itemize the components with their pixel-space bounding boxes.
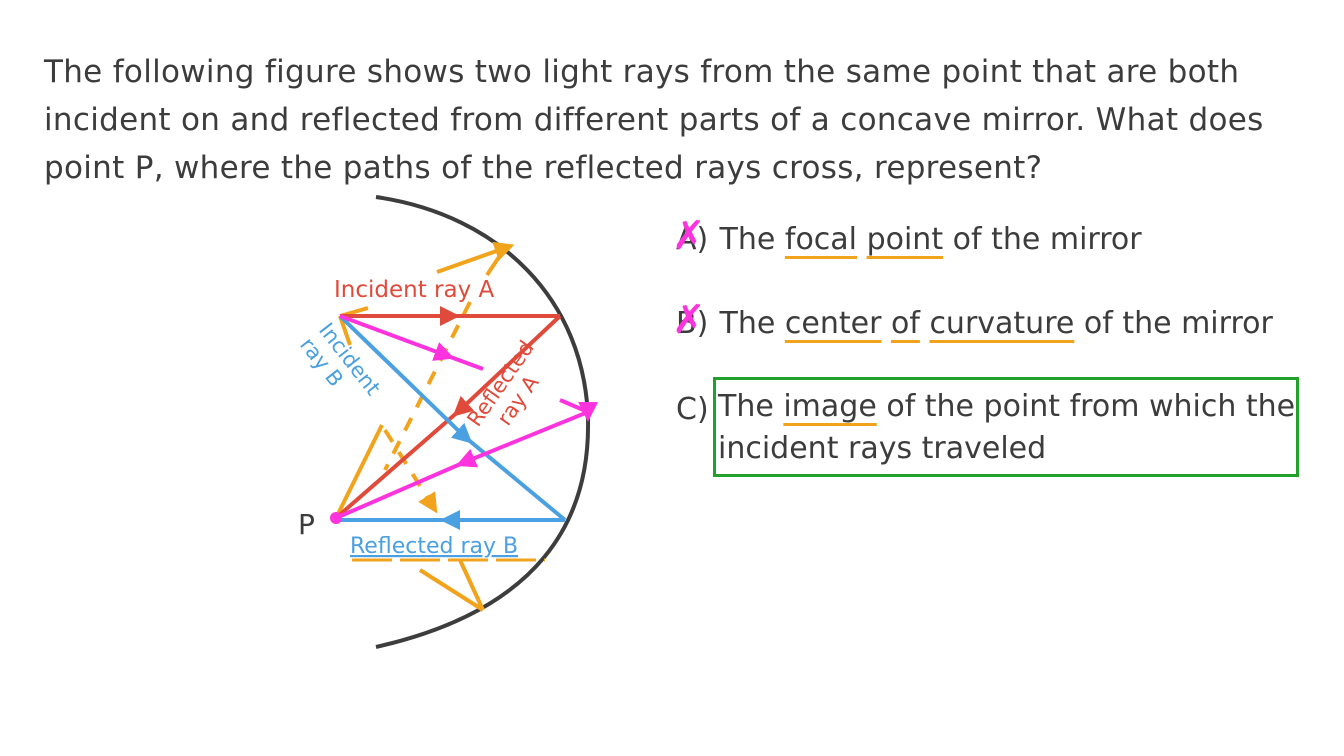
question-line-1: The following figure shows two light ray… [44,54,1240,90]
option-a[interactable]: A) ✗ The focal point of the mirror [672,216,1142,257]
option-a-text-post: of the mirror [943,222,1142,257]
magenta-ray-reflected [335,398,599,520]
option-a-text-pre: The [719,222,785,257]
label-point-p: P [298,508,315,541]
cross-icon: ✗ [672,213,706,259]
option-a-space [857,222,867,257]
correct-answer-box[interactable] [713,377,1299,477]
option-b-space-2 [920,306,930,341]
option-b-text-pre: The [719,306,785,341]
label-incident-ray-a: Incident ray A [334,277,495,303]
point-p-dot [330,512,342,524]
magenta-ray-incident [339,314,484,371]
option-a-underlined-1: focal [784,222,858,257]
option-a-underlined-2: point [866,222,944,257]
option-b-underlined-1: center [784,306,882,341]
question-line-3: point P, where the paths of the reflecte… [44,150,1043,186]
option-b-letter: B) ✗ [672,300,710,341]
cross-icon: ✗ [672,297,706,343]
option-c-line-1: The image of the point from which the [718,386,1295,428]
option-b-space [881,306,891,341]
option-b-letter-text: B) [676,306,709,341]
option-c-text-pre: The [718,389,784,424]
annotation-ray-top [436,241,515,274]
option-b-underlined-3: curvature [929,306,1075,341]
option-c-text-post: of the point from which the [876,389,1296,424]
option-a-letter-text: A) [676,222,709,257]
option-a-letter: A) ✗ [672,216,710,257]
question-line-2: incident on and reflected from different… [44,102,1264,138]
annotation-ray-b-incident [334,424,384,519]
option-c-line-2: incident rays traveled [718,431,1047,466]
label-reflected-ray-b: Reflected ray B [350,534,518,559]
option-b-underlined-2: of [890,306,920,341]
option-b-text-post: of the mirror [1074,306,1273,341]
annotation-dashed [383,301,472,471]
question-text: The following figure shows two light ray… [44,48,1314,192]
annotation-ray-top-2 [485,246,507,277]
annotation-ray-bottom [418,559,485,612]
option-b[interactable]: B) ✗ The center of curvature of the mirr… [672,300,1273,341]
option-c-letter: C) [676,392,709,427]
option-c[interactable]: The image of the point from which the in… [718,386,1295,470]
option-c-underlined-1: image [783,389,877,424]
